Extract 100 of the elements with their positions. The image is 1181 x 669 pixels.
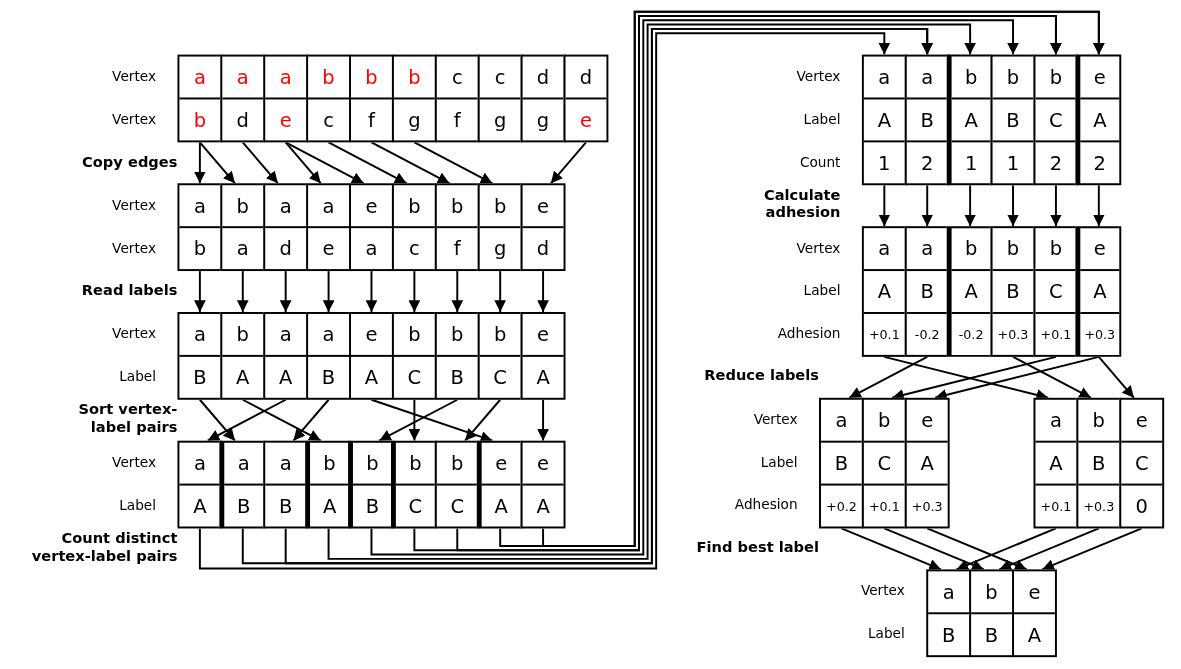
array-column (520, 54, 566, 143)
cell-value: a (835, 408, 848, 432)
array-column (434, 312, 480, 400)
arrow (198, 141, 236, 185)
cell-value: b (1049, 236, 1063, 261)
cell-value: a (193, 451, 206, 475)
cell-value: +0.1 (868, 498, 900, 514)
cell-value: B (920, 108, 934, 132)
array-column (861, 226, 907, 357)
cell-value: A (964, 279, 978, 304)
arrow (206, 398, 287, 442)
row-label: Label (867, 625, 905, 641)
cell-value: f (453, 108, 461, 132)
cell-value: 2 (1093, 151, 1106, 175)
array-column (946, 54, 993, 186)
cell-value: d (279, 236, 292, 261)
cell-value: a (1049, 408, 1062, 432)
cell-value: g (493, 108, 507, 132)
arrow (1007, 184, 1019, 228)
array-column (990, 226, 1036, 357)
array-column (904, 397, 950, 529)
array-column (349, 312, 394, 400)
cell-value: b (985, 580, 998, 604)
row-label: Count (799, 154, 841, 170)
array-column (391, 183, 437, 272)
array-column (946, 226, 993, 357)
cell-value: b (1049, 65, 1063, 89)
cell-value: e (921, 408, 934, 432)
array-column (219, 440, 266, 529)
arrow (194, 141, 206, 185)
cell-value: a (193, 65, 206, 89)
arrow (1050, 184, 1062, 228)
arrow (284, 141, 322, 185)
arrow (848, 355, 929, 399)
cell-value: b (878, 408, 891, 432)
cell-value: 2 (1049, 151, 1063, 175)
cell-value: A (494, 494, 508, 518)
cell-value: A (1093, 108, 1107, 132)
array-column (477, 54, 523, 143)
cell-value: g (536, 108, 550, 132)
cell-value: C (493, 365, 507, 390)
cell-value: C (408, 494, 423, 518)
row-label: Vertex (860, 582, 905, 598)
array-column (1075, 226, 1122, 357)
arrow (537, 398, 549, 442)
cell-value: b (323, 451, 336, 475)
array-column (520, 440, 566, 529)
cell-value: d (236, 108, 249, 132)
cell-value: +0.1 (868, 327, 900, 342)
cell-value: b (236, 322, 249, 347)
array-column (476, 440, 523, 529)
row-label: Label (760, 454, 798, 470)
cell-value: C (1049, 108, 1063, 132)
cell-value: b (964, 236, 978, 261)
cell-value: a (193, 194, 206, 218)
row-label: Adhesion (734, 496, 798, 512)
arrow (370, 141, 451, 185)
array-column (861, 54, 907, 186)
array-column (434, 183, 480, 272)
cell-value: e (1093, 236, 1106, 261)
array-column (990, 54, 1036, 186)
cell-value: -0.2 (958, 327, 984, 342)
cell-value: a (322, 322, 335, 347)
cell-value: C (1134, 451, 1149, 475)
arrow (1093, 184, 1105, 228)
step-title: Reduce labels (704, 366, 819, 385)
cell-value: b (365, 65, 378, 89)
cell-value: a (921, 236, 934, 261)
cell-value: e (537, 451, 550, 475)
step-title: Copy edges (82, 153, 178, 171)
cell-value: b (408, 194, 421, 218)
array-column (349, 183, 394, 272)
array-column (177, 312, 223, 400)
cell-value: A (364, 365, 379, 390)
cell-value: e (365, 194, 378, 218)
cell-value: 2 (921, 151, 934, 175)
array-column (263, 312, 309, 400)
step-title: Find best label (696, 538, 819, 556)
cell-value: B (834, 451, 849, 475)
array-column (306, 54, 351, 143)
cell-value: A (920, 451, 934, 475)
arrow (194, 270, 206, 313)
array-column (819, 397, 864, 529)
cell-value: -0.2 (914, 327, 940, 342)
cell-value: a (279, 322, 292, 347)
cell-value: e (537, 322, 550, 347)
array-column (520, 183, 566, 272)
cell-value: b (1006, 65, 1020, 89)
cell-value: C (877, 451, 892, 475)
cell-value: B (450, 365, 464, 390)
row-label: Vertex (112, 68, 156, 84)
arrow (408, 270, 421, 313)
cell-value: 1 (878, 151, 891, 175)
cell-value: d (579, 65, 593, 89)
cell-value: A (1093, 279, 1107, 304)
arrow (926, 527, 1028, 571)
arrow (921, 184, 934, 228)
cell-value: B (321, 365, 336, 390)
array-column (391, 54, 437, 143)
cell-value: e (365, 322, 378, 347)
